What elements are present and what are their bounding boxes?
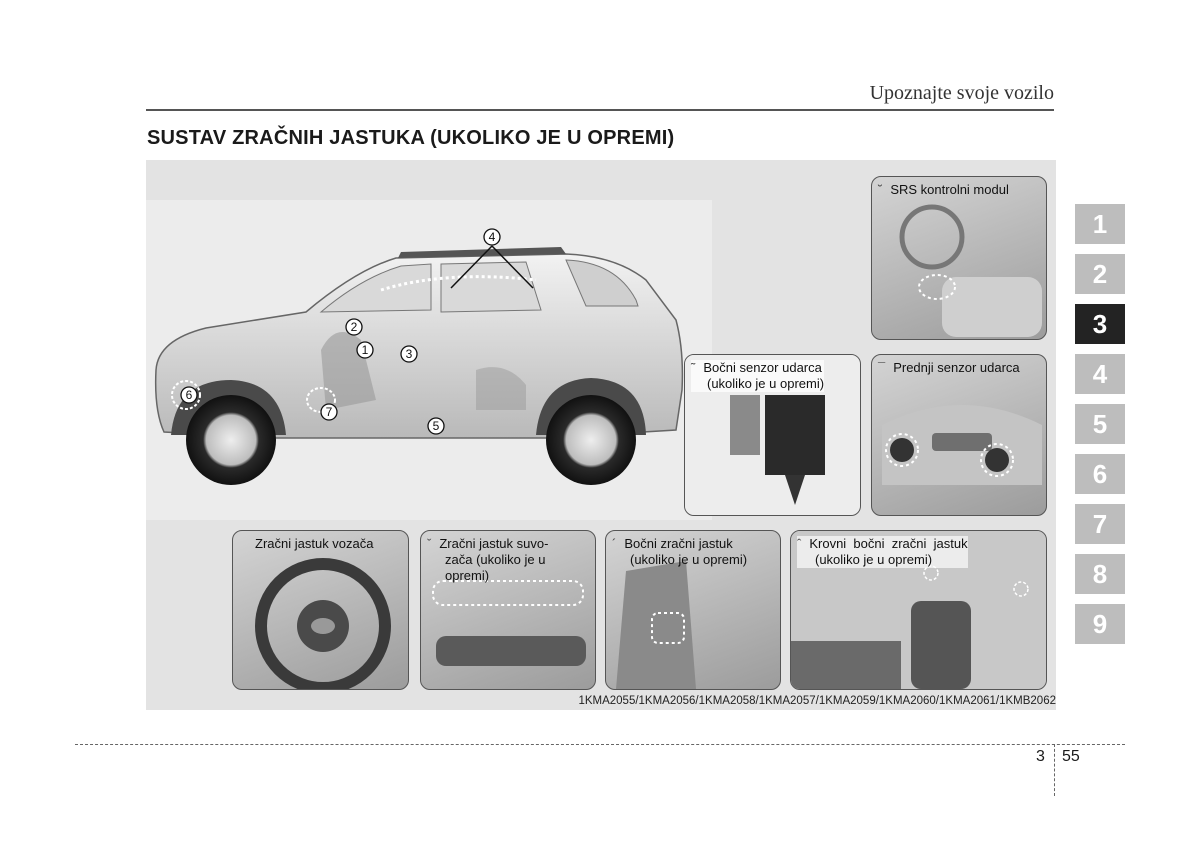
callout-2: 2	[351, 320, 358, 334]
image-code: 1KMA2055/1KMA2056/1KMA2058/1KMA2057/1KMA…	[578, 695, 1056, 707]
header-rule	[146, 109, 1054, 111]
side-airbag-label-line1: Bočni zračni jastuk	[624, 536, 733, 551]
chapter-tab-9[interactable]: 9	[1075, 604, 1125, 644]
chapter-tab-7[interactable]: 7	[1075, 504, 1125, 544]
chapter-tab-1[interactable]: 1	[1075, 204, 1125, 244]
panel-mark: ˇ	[427, 536, 432, 551]
driver-airbag-panel: Zračni jastuk vozača	[232, 530, 409, 690]
side-airbag-photo	[616, 561, 696, 689]
chapter-tab-5[interactable]: 5	[1075, 404, 1125, 444]
footer-rule	[75, 744, 1125, 745]
callout-6: 6	[186, 388, 193, 402]
front-sensor-label: Prednji senzor udarca	[893, 360, 1020, 375]
front-sensor-photo	[882, 405, 1042, 485]
curtain-airbag-label-line1: Krovni bočni zračni jastuk	[809, 536, 968, 551]
passenger-airbag-label-line2: zača (ukoliko je u	[445, 552, 546, 567]
curtain-airbag-panel: ˆ Krovni bočni zračni jastuk (ukoliko je …	[790, 530, 1047, 690]
srs-module-panel: ˘ SRS kontrolni modul	[871, 176, 1047, 340]
callout-7: 7	[326, 405, 333, 419]
callout-3: 3	[406, 347, 413, 361]
driver-airbag-label: Zračni jastuk vozača	[255, 536, 374, 551]
page-chapter-number: 3	[1036, 748, 1045, 765]
front-sensor-panel: ¯ Prednji senzor udarca	[871, 354, 1047, 516]
side-sensor-label-line1: Bočni senzor udarca	[703, 360, 822, 375]
passenger-airbag-photo	[432, 580, 586, 666]
srs-module-photo	[899, 204, 1042, 337]
panel-mark: ˜	[691, 360, 696, 375]
curtain-airbag-label-line2: (ukoliko je u opremi)	[815, 552, 933, 567]
page-number: 55	[1062, 748, 1080, 765]
panel-mark: ˆ	[797, 536, 802, 551]
side-airbag-label-line2: (ukoliko je u opremi)	[630, 552, 748, 567]
srs-module-label: SRS kontrolni modul	[890, 182, 1009, 197]
passenger-airbag-label-line3: opremi)	[445, 568, 490, 583]
side-airbag-panel: ´ Bočni zračni jastuk (ukoliko je u oprem…	[605, 530, 781, 690]
chapter-tabs: 1 2 3 4 5 6 7 8 9	[1075, 204, 1125, 654]
chapter-tab-6[interactable]: 6	[1075, 454, 1125, 494]
running-header: Upoznajte svoje vozilo	[869, 82, 1054, 104]
chapter-tab-4[interactable]: 4	[1075, 354, 1125, 394]
driver-airbag-photo	[255, 558, 391, 689]
panel-mark: ´	[612, 536, 617, 551]
side-sensor-label-line2: (ukoliko je u opremi)	[707, 376, 825, 391]
panel-mark: ¯	[878, 360, 886, 375]
panel-mark: ˘	[878, 182, 883, 197]
callout-5: 5	[433, 419, 440, 433]
section-title: SUSTAV ZRAČNIH JASTUKA (UKOLIKO JE U OPR…	[147, 127, 675, 149]
callout-4: 4	[489, 230, 496, 244]
callout-1: 1	[362, 343, 369, 357]
chapter-tab-2[interactable]: 2	[1075, 254, 1125, 294]
chapter-tab-8[interactable]: 8	[1075, 554, 1125, 594]
passenger-airbag-label-line1: Zračni jastuk suvo-	[439, 536, 549, 551]
footer-divider	[1054, 744, 1055, 796]
side-sensor-panel: ˜ Bočni senzor udarca (ukoliko je u oprem…	[684, 354, 861, 516]
chapter-tab-3[interactable]: 3	[1075, 304, 1125, 344]
car-illustration: 1 2 3 4 5 6 7	[154, 228, 684, 485]
